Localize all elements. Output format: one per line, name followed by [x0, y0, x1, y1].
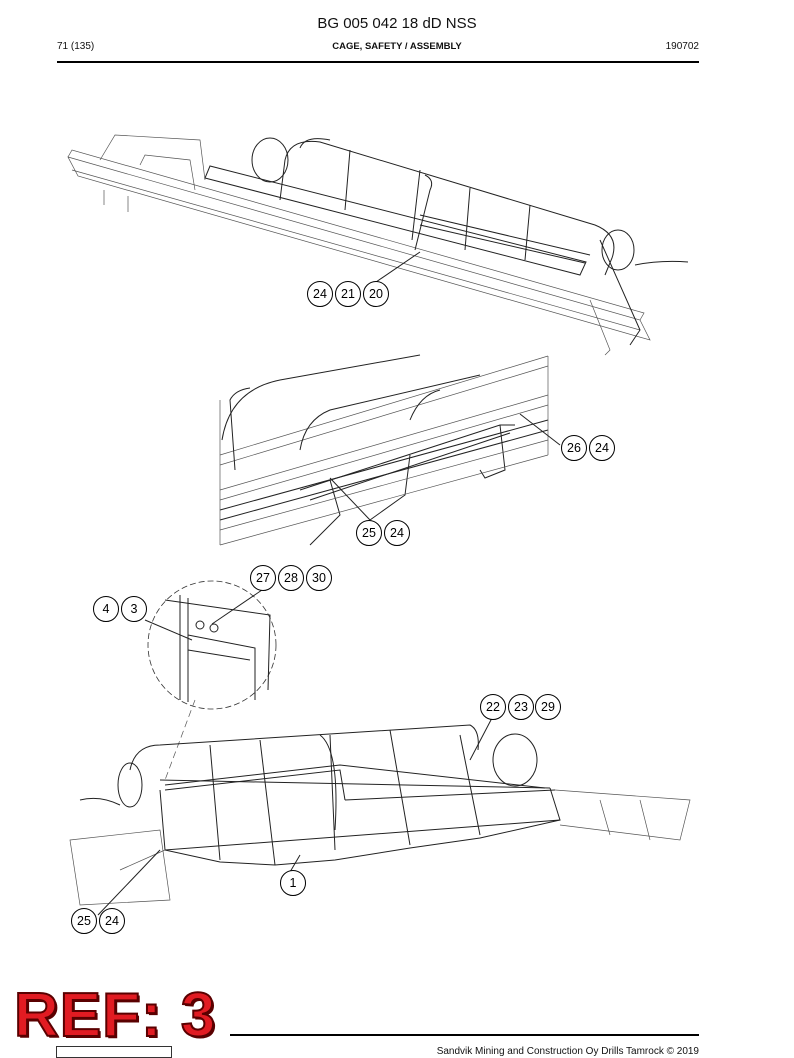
callout-label: 4 [103, 602, 110, 616]
callouts-detail-top: 27 28 30 [250, 565, 332, 591]
copyright-notice: Sandvik Mining and Construction Oy Drill… [436, 1046, 699, 1057]
callouts-mid-bottom: 25 24 [356, 520, 410, 546]
callout-label: 27 [256, 571, 270, 585]
callout-label: 22 [486, 700, 500, 714]
footer-rule [230, 1034, 699, 1036]
callouts-lower-one: 1 [280, 870, 306, 896]
document-code: BG 005 042 18 dD NSS [317, 15, 477, 32]
callout-label: 24 [595, 441, 609, 455]
page-number: 71 (135) [57, 41, 95, 52]
reference-stamp: REF: 3 [13, 981, 217, 1050]
callout-label: 24 [105, 914, 119, 928]
callout-label: 28 [284, 571, 298, 585]
callouts-lower-left: 25 24 [71, 908, 125, 934]
callout-label: 25 [362, 526, 376, 540]
callouts-lower-right: 22 23 29 [480, 694, 561, 720]
section-title: CAGE, SAFETY / ASSEMBLY [332, 41, 462, 52]
top-assembly-view [67, 134, 689, 356]
callout-label: 29 [541, 700, 555, 714]
callout-label: 20 [369, 287, 383, 301]
callouts-mid-right: 26 24 [561, 435, 615, 461]
callout-label: 21 [341, 287, 355, 301]
callout-label: 23 [514, 700, 528, 714]
callout-label: 3 [131, 602, 138, 616]
callout-label: 25 [77, 914, 91, 928]
date-code: 190702 [665, 41, 699, 52]
lower-assembly-view [69, 717, 691, 916]
callout-label: 30 [312, 571, 326, 585]
header-rule [57, 61, 699, 63]
callout-label: 24 [390, 526, 404, 540]
fastener-detail-circle [144, 580, 277, 781]
brand-logo [56, 1046, 172, 1058]
callouts-top: 24 21 20 [307, 281, 389, 307]
mid-detail-view [219, 354, 561, 546]
callouts-detail-left: 4 3 [93, 596, 147, 622]
callout-label: 26 [567, 441, 581, 455]
callout-label: 1 [290, 876, 297, 890]
callout-label: 24 [313, 287, 327, 301]
